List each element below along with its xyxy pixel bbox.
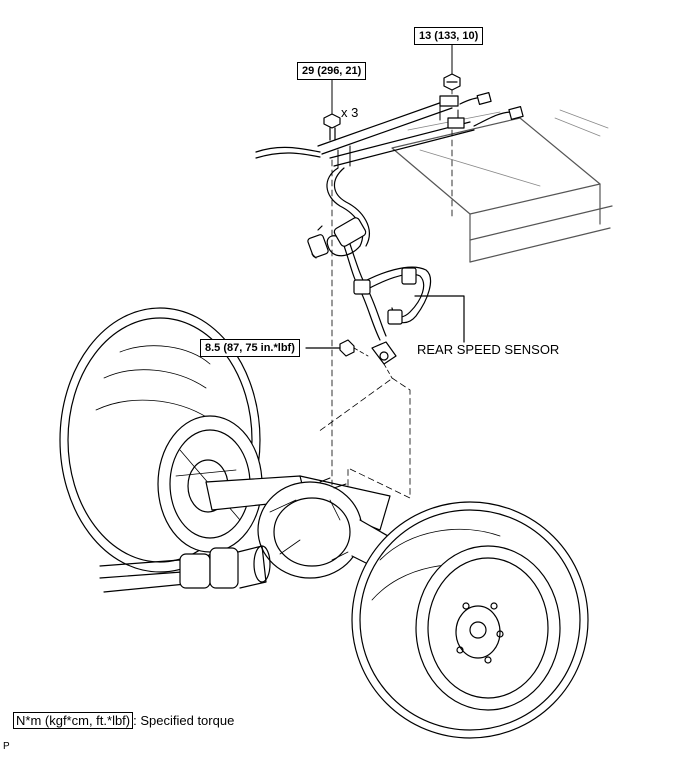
rear-speed-sensor: [371, 341, 397, 379]
propeller-shaft: [99, 545, 271, 593]
nut-torque-label: 13 (133, 10): [414, 27, 484, 45]
frame-rails: [391, 109, 613, 263]
legend-unit-box: N*m (kgf*cm, ft.*lbf): [13, 712, 134, 729]
bracket-bolt-torque-label: 29 (296, 21): [297, 62, 367, 80]
sensor-bolt: [305, 339, 369, 357]
sensor-harness-wire: [307, 167, 387, 341]
brake-line: [255, 146, 321, 159]
bracket-bolt: [323, 113, 341, 141]
legend-description: : Specified torque: [133, 713, 235, 728]
sensor-bolt-torque-label: 8.5 (87, 75 in.*lbf): [200, 339, 300, 357]
right-rear-wheel: [351, 501, 589, 739]
installation-guide-lines: [317, 129, 453, 499]
rear-speed-sensor-label: REAR SPEED SENSOR: [417, 342, 560, 357]
sensor-harness-bracket: [317, 91, 524, 169]
torque-leader-lines: [331, 43, 453, 115]
sensor-leader-line: [414, 295, 465, 343]
torque-legend: N*m (kgf*cm, ft.*lbf): Specified torque: [13, 712, 235, 729]
page-marker: P: [3, 741, 10, 752]
bracket-nut: [443, 73, 461, 97]
bolt-quantity-label: x 3: [341, 105, 359, 120]
sensor-cable-loop: [353, 266, 431, 325]
